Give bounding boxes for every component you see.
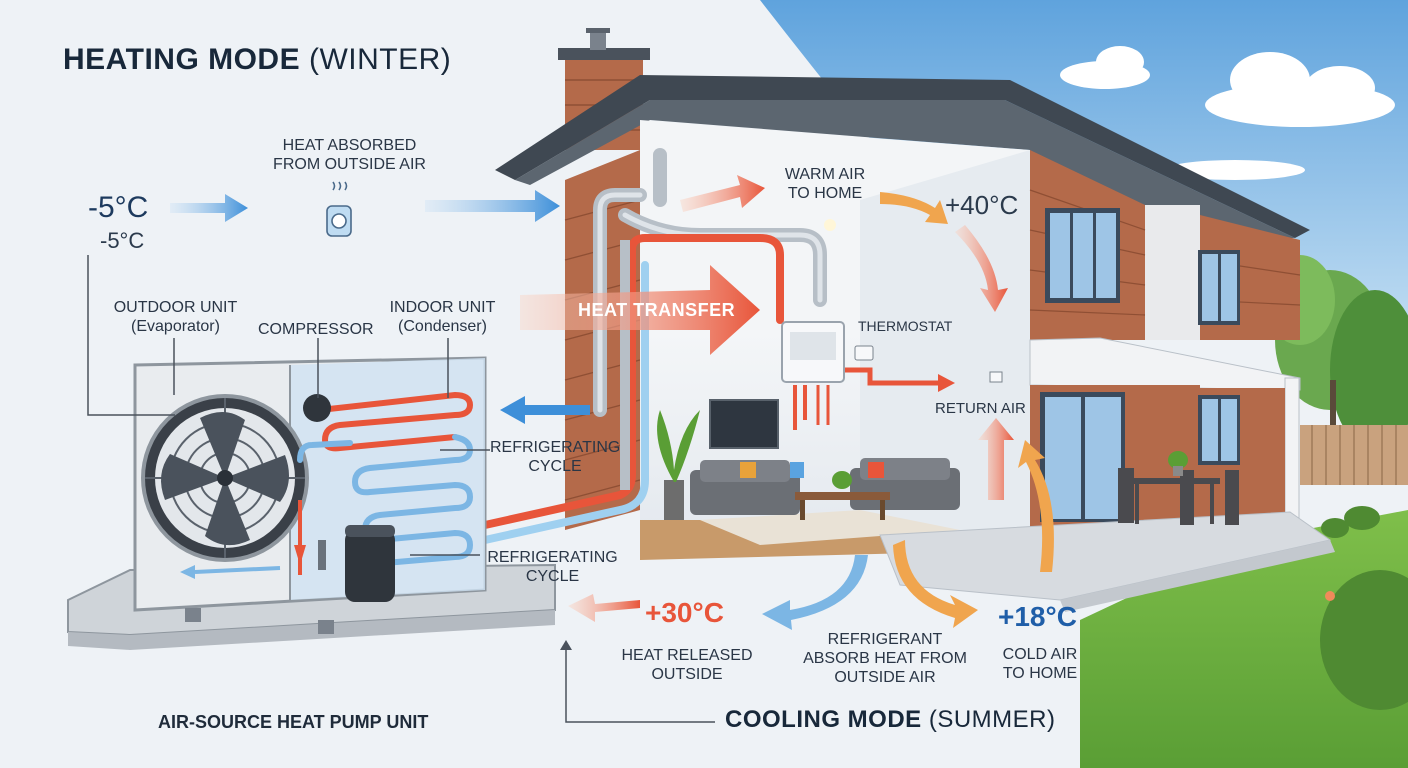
indoor-wall-unit <box>781 321 845 430</box>
cold-air-arrow-to-unit <box>893 540 978 628</box>
warm-air-arrow-1 <box>680 175 765 212</box>
return-air-label: RETURN AIR <box>935 400 1026 417</box>
heat-absorbed-icon <box>326 181 352 237</box>
heat-transfer-label: HEAT TRANSFER <box>578 300 736 320</box>
cold-return-arrow <box>500 396 590 424</box>
lawn <box>1080 510 1408 768</box>
window-lower-right <box>1198 395 1240 465</box>
tv <box>709 399 779 449</box>
sofa-right <box>850 458 960 510</box>
cold-air-arrow-up <box>1018 440 1054 572</box>
patio-furniture <box>1118 468 1239 525</box>
patio-door <box>1040 392 1125 522</box>
refrigerant-absorb-arrow <box>762 555 868 630</box>
window-upper-left <box>1045 208 1120 303</box>
temp-30: +30°C <box>645 597 724 628</box>
leader-lines <box>87 255 715 723</box>
heat-transfer-arrow <box>520 265 760 355</box>
thermostat-label: THERMOSTAT <box>858 318 953 334</box>
temp-40: +40°C <box>945 190 1019 220</box>
compressor-label: COMPRESSOR <box>258 321 374 338</box>
coffee-table <box>795 471 890 520</box>
outdoor-unit-label: OUTDOOR UNIT(Evaporator) <box>113 299 238 336</box>
window-upper-right <box>1198 250 1240 325</box>
warm-air-arrow-3 <box>955 225 1008 312</box>
porch-canopy <box>1029 337 1301 391</box>
roof <box>495 75 1310 238</box>
cold-air-arrow-1 <box>170 194 248 222</box>
heating-mode-title: HEATING MODE (WINTER) <box>63 43 452 76</box>
return-air-arrow <box>978 418 1014 500</box>
outdoor-unit <box>133 356 487 612</box>
thermostat-device <box>854 345 874 361</box>
warm-air-arrow-2 <box>880 192 948 224</box>
indoor-unit-label: INDOOR UNIT(Condenser) <box>389 299 496 336</box>
outside-temp-large: -5°C <box>88 191 149 224</box>
temp-18: +18°C <box>998 601 1077 632</box>
facade-panel <box>1145 205 1200 340</box>
unit-caption: AIR-SOURCE HEAT PUMP UNIT <box>158 712 429 732</box>
cooling-mode-title: COOLING MODE (SUMMER) <box>725 706 1056 733</box>
outside-temp-small: -5°C <box>100 228 145 253</box>
sofa-left <box>690 460 804 515</box>
cold-air-arrow-2 <box>425 190 560 222</box>
heat-released-arrow <box>568 594 640 622</box>
plant <box>657 410 700 520</box>
